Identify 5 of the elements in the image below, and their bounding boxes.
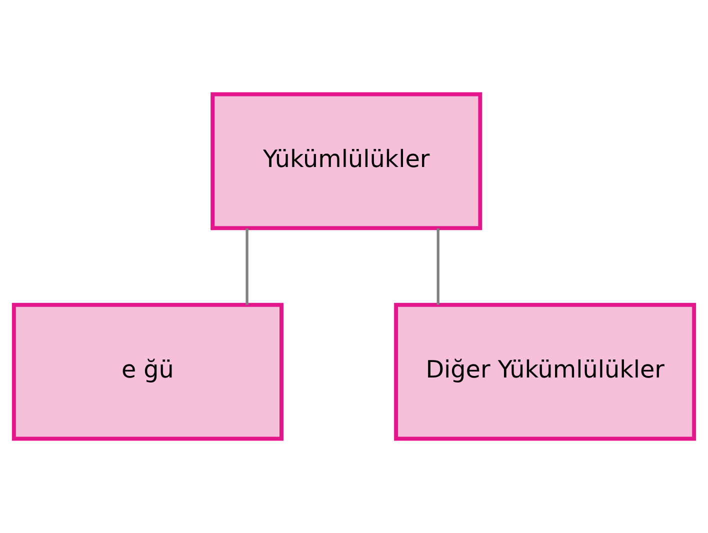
connector [436,228,440,305]
node-box: Yükümlülükler [210,92,482,230]
connector [246,228,248,305]
node-box: e ğü [12,302,284,441]
node-box: Diğer Yükümlülükler [394,302,696,441]
